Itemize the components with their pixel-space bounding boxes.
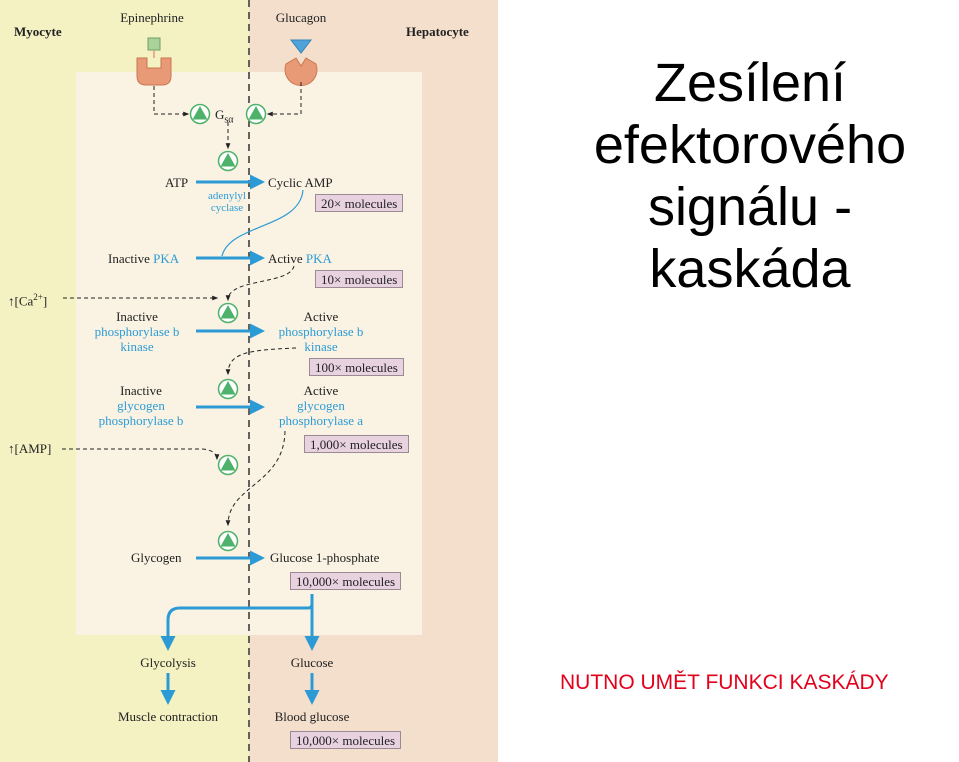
- adenylyl-cyclase-enzyme-icon: [217, 150, 239, 172]
- calcium-label: ↑[Ca2+]: [8, 290, 47, 308]
- diagram-graphics: [0, 0, 498, 762]
- calcium-close: ]: [42, 293, 48, 309]
- title-line-1: Zesílení: [653, 53, 847, 113]
- cyclase-label: cyclase: [210, 202, 244, 214]
- amplification-badge-phosphorylase: 1,000× molecules: [304, 435, 409, 453]
- epinephrine-ligand-icon: [147, 37, 161, 51]
- amp-signal-arrow: [62, 448, 220, 461]
- title-line-3: signálu -: [647, 177, 853, 237]
- pka-enzyme-icon: [217, 302, 239, 324]
- inactive-pka-label: Inactive PKA: [108, 251, 179, 266]
- slide-title: Zesílení efektorového signálu - kaskáda: [520, 52, 959, 300]
- glucagon-ligand-icon: [289, 39, 313, 54]
- epinephrine-to-gs-arrow: [153, 86, 190, 117]
- calcium-charge: 2+: [33, 292, 43, 302]
- glucose-label: Glucose: [290, 655, 334, 670]
- active-phosphorylase-line1: Active: [303, 383, 339, 398]
- amplification-badge-blood-glucose: 10,000× molecules: [290, 731, 402, 749]
- amp-up-arrow: ↑: [8, 441, 15, 456]
- atp-label: ATP: [165, 175, 189, 190]
- inactive-kinase-line3: kinase: [120, 339, 154, 354]
- important-note: NUTNO UMĚT FUNKCI KASKÁDY: [560, 671, 889, 694]
- inactive-pka-em: PKA: [153, 251, 180, 266]
- active-kinase-line3: kinase: [304, 339, 338, 354]
- inactive-phosphorylase-line2: glycogen: [117, 398, 165, 413]
- camp-activates-pka-curve: [221, 189, 304, 257]
- glucose-1-phosphate-label: Glucose 1-phosphate: [270, 550, 380, 565]
- active-pka-label: Active PKA: [268, 251, 332, 266]
- amp-text: [AMP]: [14, 441, 52, 456]
- muscle-contraction-label: Muscle contraction: [118, 709, 218, 724]
- cascade-diagram: Myocyte Hepatocyte Epinephrine Glucagon …: [0, 0, 498, 762]
- inactive-phosphorylase-line3: phosphorylase b: [98, 413, 184, 428]
- amp-target-enzyme-icon: [217, 454, 239, 476]
- amplification-badge-pka: 10× molecules: [315, 270, 404, 288]
- inactive-pka-pre: Inactive: [108, 251, 154, 266]
- active-phosphorylase-line3: phosphorylase a: [278, 413, 364, 428]
- amp-label: ↑[AMP]: [8, 441, 51, 456]
- glucagon-to-gs-arrow: [266, 82, 302, 117]
- blood-glucose-label: Blood glucose: [274, 709, 350, 724]
- active-kinase-line2: phosphorylase b: [278, 324, 364, 339]
- myocyte-label: Myocyte: [14, 24, 62, 39]
- calcium-up-arrow: ↑: [8, 293, 15, 309]
- inactive-kinase-line2: phosphorylase b: [94, 324, 180, 339]
- inactive-phosphorylase-line1: Inactive: [120, 383, 162, 398]
- amplification-badge-camp: 20× molecules: [315, 194, 404, 212]
- active-kinase-line1: Active: [303, 309, 339, 324]
- kinase-to-phosphorylase-dashed-arrow: [225, 347, 297, 376]
- active-phosphorylase-line2: glycogen: [297, 398, 345, 413]
- glucagon-receptor-icon: [284, 57, 318, 86]
- gs-sub: sα: [224, 114, 234, 126]
- gs-protein-left-icon: [189, 103, 211, 125]
- gs-main: G: [215, 107, 225, 122]
- inactive-kinase-line1: Inactive: [116, 309, 158, 324]
- hepatocyte-label: Hepatocyte: [406, 24, 469, 39]
- amplification-badge-kinase: 100× molecules: [309, 358, 404, 376]
- amplification-badge-glucose-1-phosphate: 10,000× molecules: [290, 572, 402, 590]
- epinephrine-label: Epinephrine: [120, 10, 184, 25]
- gs-protein-label: Gsα: [215, 107, 234, 128]
- epinephrine-receptor-icon: [136, 57, 172, 86]
- calcium-text: [Ca: [14, 293, 34, 309]
- phosphorylase-to-glycogenolysis-dashed-arrow: [225, 430, 286, 527]
- glycogen-label: Glycogen: [131, 550, 182, 565]
- active-pka-pre: Active: [268, 251, 306, 266]
- cyclic-amp-label: Cyclic AMP: [268, 175, 333, 190]
- glucagon-label: Glucagon: [275, 10, 327, 25]
- gs-protein-right-icon: [245, 103, 267, 125]
- title-line-2: efektorového: [593, 115, 907, 175]
- active-pka-em: PKA: [305, 251, 332, 266]
- glycolysis-label: Glycolysis: [140, 655, 196, 670]
- glycogen-phosphorylase-enzyme-icon: [217, 530, 239, 552]
- pka-to-kinase-dashed-arrow: [225, 265, 295, 302]
- phosphorylase-kinase-enzyme-icon: [217, 378, 239, 400]
- title-line-4: kaskáda: [649, 239, 851, 299]
- adenylyl-label: adenylyl: [208, 190, 246, 202]
